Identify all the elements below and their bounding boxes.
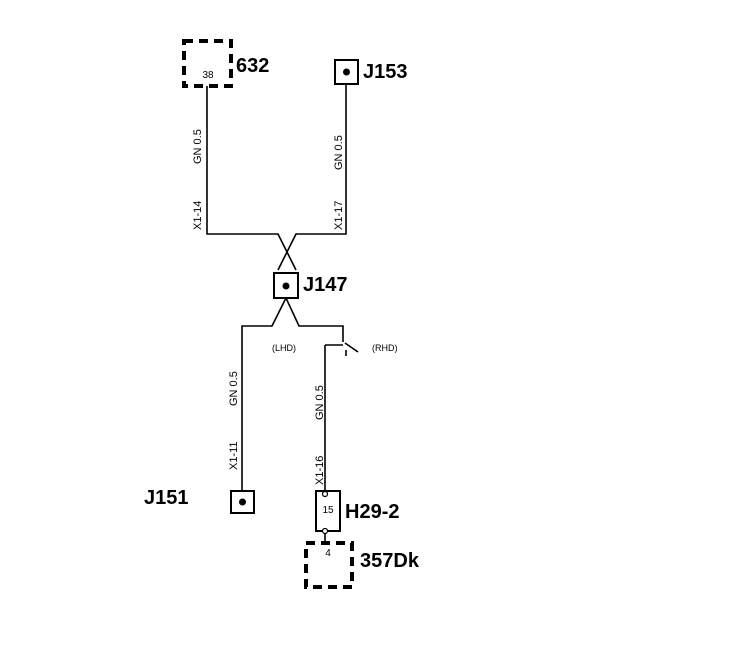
- wire-632-color: GN 0.5: [192, 129, 204, 164]
- wire-632-j147[interactable]: GN 0.5 X1-14: [192, 86, 297, 271]
- splice-j151-label: J151: [144, 487, 189, 509]
- connector-357dk[interactable]: 4 357Dk: [304, 541, 420, 589]
- splice-j153[interactable]: J153: [334, 59, 408, 85]
- connector-h29-2-label: H29-2: [345, 501, 399, 523]
- connector-h29-2-terminal-bottom: [321, 527, 329, 535]
- connector-357dk-label: 357Dk: [360, 550, 420, 572]
- wire-h29-terminal: X1-16: [314, 456, 326, 485]
- switch-lhd-label: (LHD): [272, 343, 296, 353]
- splice-j153-label: J153: [363, 61, 408, 83]
- wire-j153-j147[interactable]: GN 0.5 X1-17: [277, 84, 347, 271]
- wire-j153-color: GN 0.5: [333, 135, 345, 170]
- wire-j147-h29[interactable]: GN 0.5 X1-16: [285, 297, 359, 490]
- splice-j151[interactable]: J151: [144, 487, 255, 514]
- connector-h29-2[interactable]: 15 H29-2: [315, 490, 399, 535]
- wire-j151-terminal: X1-11: [228, 441, 240, 470]
- connector-632-pin: 38: [202, 70, 214, 81]
- connector-632[interactable]: 38 632: [182, 39, 269, 88]
- splice-j151-dot: [239, 498, 246, 506]
- splice-j147[interactable]: J147: [273, 272, 348, 299]
- wire-j153-terminal: X1-17: [333, 201, 345, 230]
- wire-j151-color: GN 0.5: [228, 371, 240, 406]
- connector-632-label: 632: [236, 55, 269, 77]
- connector-h29-2-pin: 15: [322, 505, 334, 516]
- connector-357dk-pin: 4: [325, 548, 331, 559]
- wire-632-terminal: X1-14: [192, 201, 204, 230]
- switch-rhd-label: (RHD): [372, 343, 398, 353]
- connector-h29-2-terminal-top: [321, 490, 329, 498]
- splice-j147-label: J147: [303, 274, 348, 296]
- splice-j153-dot: [343, 68, 350, 76]
- splice-j147-dot: [282, 282, 290, 290]
- wire-h29-color: GN 0.5: [314, 385, 326, 420]
- wire-j147-j151[interactable]: GN 0.5 X1-11: [228, 297, 287, 493]
